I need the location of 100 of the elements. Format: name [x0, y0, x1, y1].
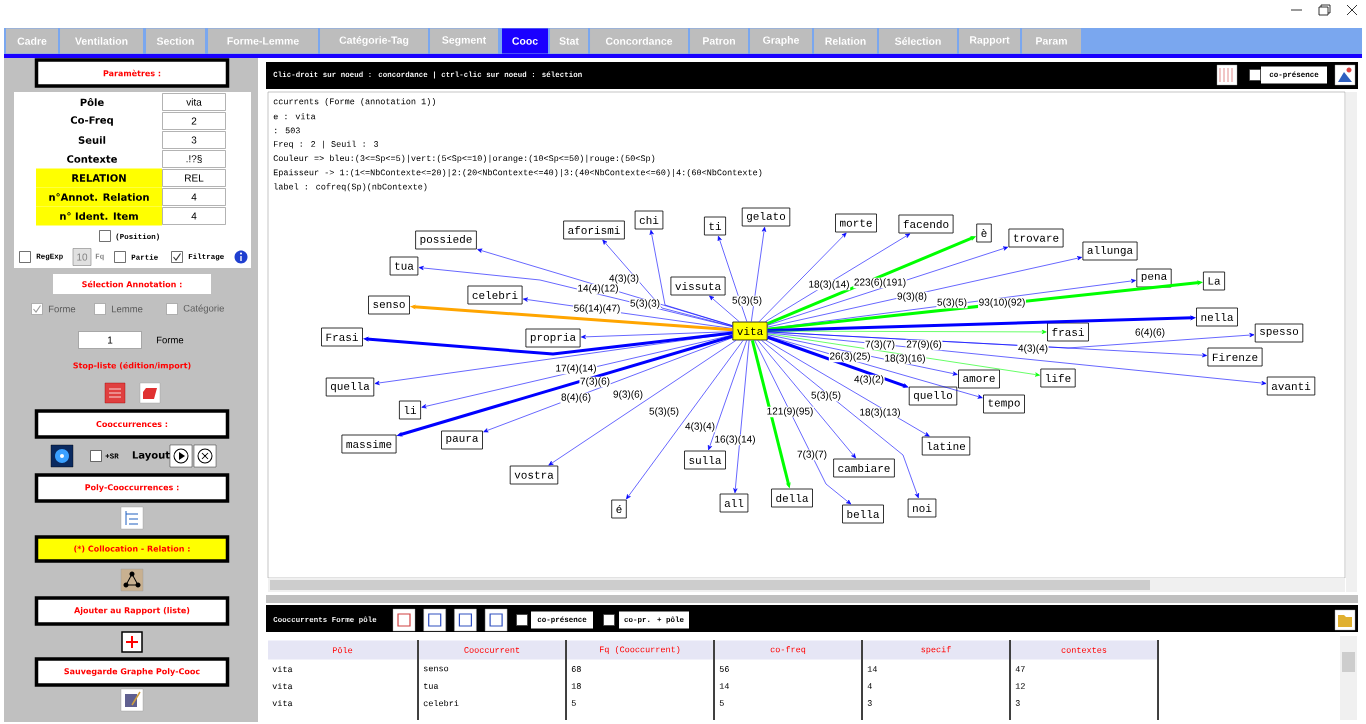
word-box: tempo — [983, 394, 1025, 414]
edge-label: 6(4)(6) — [1134, 327, 1166, 339]
input-field: 1 — [78, 331, 142, 349]
info-text: Epaisseur -> 1:(1<=NbContexte<=20)|2:(20<NbContexte<=40)|3:(40<NbContexte<=60)|4:(60<NbContexte) — [273, 169, 762, 177]
tab: Cooc — [502, 28, 548, 54]
input-field: .!?§ — [162, 150, 226, 168]
arrow — [767, 256, 1083, 328]
tab: Patron — [690, 28, 748, 54]
table-cell: senso — [423, 666, 449, 672]
word-box: allunga — [1082, 241, 1138, 261]
arrow — [767, 329, 1047, 335]
word-box: chi — [634, 210, 664, 230]
arrow — [767, 335, 983, 399]
edge-label: 7(3)(7) — [796, 449, 828, 461]
edge-label: 7(3)(7) — [864, 339, 896, 351]
word-box: quella — [325, 377, 375, 397]
word-box: gelato — [741, 207, 791, 227]
edge-label: 121(9)(95) — [766, 406, 814, 418]
word-box: facendo — [898, 214, 954, 234]
input-field: vita — [162, 93, 226, 111]
edge-label: 5(3)(5) — [648, 406, 680, 418]
word-box: vissuta — [670, 276, 726, 296]
edge-label: 4(3)(4) — [684, 421, 716, 433]
arrow — [767, 335, 909, 388]
arrow — [626, 340, 744, 500]
word-box: aforismi — [563, 220, 625, 240]
word-box: amore — [958, 369, 1000, 389]
arrow — [767, 246, 1009, 326]
word-box: Frasi — [321, 327, 363, 347]
word-box: life — [1040, 368, 1076, 388]
field-label: Seuil — [78, 136, 106, 144]
input-field: REL — [162, 169, 226, 187]
table-cell: vita — [272, 682, 293, 690]
edge-label: 4(3)(2) — [853, 374, 885, 386]
edge-label: 18(3)(16) — [883, 353, 927, 365]
section-heading: Cooccurrences : — [34, 409, 230, 439]
info-text: : 503 — [275, 127, 300, 134]
arrow — [733, 340, 750, 494]
table-cell: celebri — [423, 699, 459, 707]
tab: Forme-Lemme — [208, 28, 318, 54]
arrow — [754, 340, 852, 505]
table-cell: 47 — [1015, 666, 1025, 672]
table-cell: 5 — [719, 700, 724, 706]
tab: Stat — [550, 28, 588, 54]
word-box: noi — [907, 498, 937, 518]
edge-label: 5(3)(5) — [936, 297, 968, 309]
section-heading: Ajouter au Rapport (liste) — [34, 596, 230, 626]
arrow — [717, 235, 748, 322]
table-cell: 3 — [1015, 700, 1020, 706]
arrow — [765, 233, 911, 322]
table-cell: vita — [272, 665, 293, 673]
edge-label: 56(14)(47) — [573, 303, 621, 315]
input-field: 10 — [72, 248, 92, 266]
section-heading: Poly-Cooccurrences : — [34, 473, 230, 503]
section-heading: Stop-liste (édition/import) — [73, 362, 191, 371]
word-box: sulla — [684, 450, 726, 470]
word-box: della — [771, 488, 813, 508]
arrow — [751, 226, 767, 322]
table-cell: tua — [424, 683, 439, 689]
arrow — [765, 340, 930, 437]
field-label: Co-Freq — [70, 116, 113, 126]
checkbox-label: Catégorie — [183, 304, 224, 314]
edge-label: 5(3)(3) — [629, 298, 661, 310]
arrow — [548, 340, 737, 466]
word-box: latine — [921, 436, 971, 456]
word-box: trovare — [1008, 228, 1064, 248]
tab: Rapport — [959, 28, 1020, 54]
arrow — [483, 337, 733, 433]
input-field: 4 — [162, 207, 226, 225]
edge-label: 5(3)(5) — [731, 295, 763, 307]
word-box: celebri — [467, 285, 523, 305]
section-heading: (*) Collocation - Relation : — [34, 535, 230, 563]
word-box: cambiare — [833, 458, 895, 478]
edge-label: 9(3)(6) — [612, 389, 644, 401]
arrow — [767, 331, 1208, 358]
checkbox-label: Lemme — [112, 305, 143, 313]
word-box: all — [719, 493, 749, 513]
arrow — [649, 229, 733, 326]
word-box: frasi — [1047, 322, 1089, 342]
table-cell: 56 — [719, 666, 729, 672]
edge-label: 7(3)(6) — [579, 376, 611, 388]
info-text: e : vita — [273, 113, 316, 120]
tab: Sélection — [879, 28, 957, 54]
word-box: bella — [842, 504, 884, 524]
pole-box: vita — [732, 321, 768, 341]
edge-label: 14(4)(12) — [576, 283, 620, 295]
table-cell: 18 — [571, 683, 581, 689]
edge-label: 93(10)(92) — [978, 297, 1026, 309]
input-field: 3 — [162, 131, 226, 149]
tab: Param — [1022, 28, 1081, 54]
edge-label: 223(6)(191) — [853, 277, 907, 289]
word-box: pena — [1136, 268, 1172, 288]
table-cell: 4 — [867, 683, 872, 689]
arrow — [761, 340, 919, 499]
arrow — [767, 280, 1203, 331]
edge-label: 8(4)(6) — [560, 392, 592, 404]
word-box: è — [976, 223, 992, 243]
edge-label: 4(3)(3) — [608, 273, 640, 285]
word-box: spesso — [1254, 323, 1304, 343]
arrow — [707, 340, 748, 451]
